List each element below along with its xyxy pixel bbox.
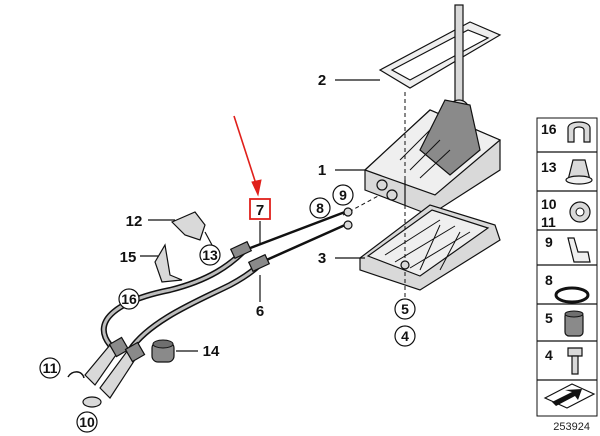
legend-item-10: 10 [541,196,557,212]
legend-item-11: 11 [541,214,556,230]
callout-12: 12 [126,213,143,230]
legend-item-4: 4 [545,347,553,363]
shifter-housing-part [363,99,502,216]
parts-legend: 16 13 10 11 9 8 5 4 [536,117,598,417]
callout-1: 1 [318,162,326,179]
callout-6: 6 [256,303,264,320]
callout-9: 9 [339,187,347,203]
legend-item-5: 5 [545,310,553,326]
clip-icon [567,121,591,143]
legend-item-8: 8 [545,272,553,288]
callout-labels: 2 1 3 12 15 14 6 7 8 9 13 16 11 10 5 4 [39,72,416,433]
shift-cables [100,207,353,353]
callout-15: 15 [120,249,137,266]
callout-16: 16 [121,291,137,307]
bracket-12-part [170,211,206,241]
reference-number: 253924 [553,421,590,433]
callout-11: 11 [43,360,58,376]
callout-13: 13 [202,247,218,263]
callout-5: 5 [401,301,409,317]
callout-7: 7 [256,202,264,219]
callout-14: 14 [203,343,220,360]
callout-10: 10 [79,414,95,430]
bolt-icon [567,347,583,357]
retaining-clip-icon [567,237,591,263]
gasket-part [378,21,502,89]
callout-7-box [249,198,271,220]
cable-ends [84,336,146,399]
callout-8: 8 [316,200,324,216]
highlight-arrow [233,115,262,197]
rubber-buffer-14-part [151,339,175,363]
legend-item-16: 16 [541,121,557,137]
callout-2: 2 [318,72,326,89]
legend-item-9: 9 [545,234,553,250]
callout-3: 3 [318,250,326,267]
leader-lines [140,79,380,352]
legend-item-13: 13 [541,159,557,175]
flat-arrow-icon [543,383,596,409]
washer-10-part [82,396,102,408]
base-plate-part [359,204,501,291]
bracket-15-part [154,243,183,283]
o-ring-icon [554,286,590,304]
clip-11-part [67,371,85,379]
callout-4: 4 [401,328,409,344]
